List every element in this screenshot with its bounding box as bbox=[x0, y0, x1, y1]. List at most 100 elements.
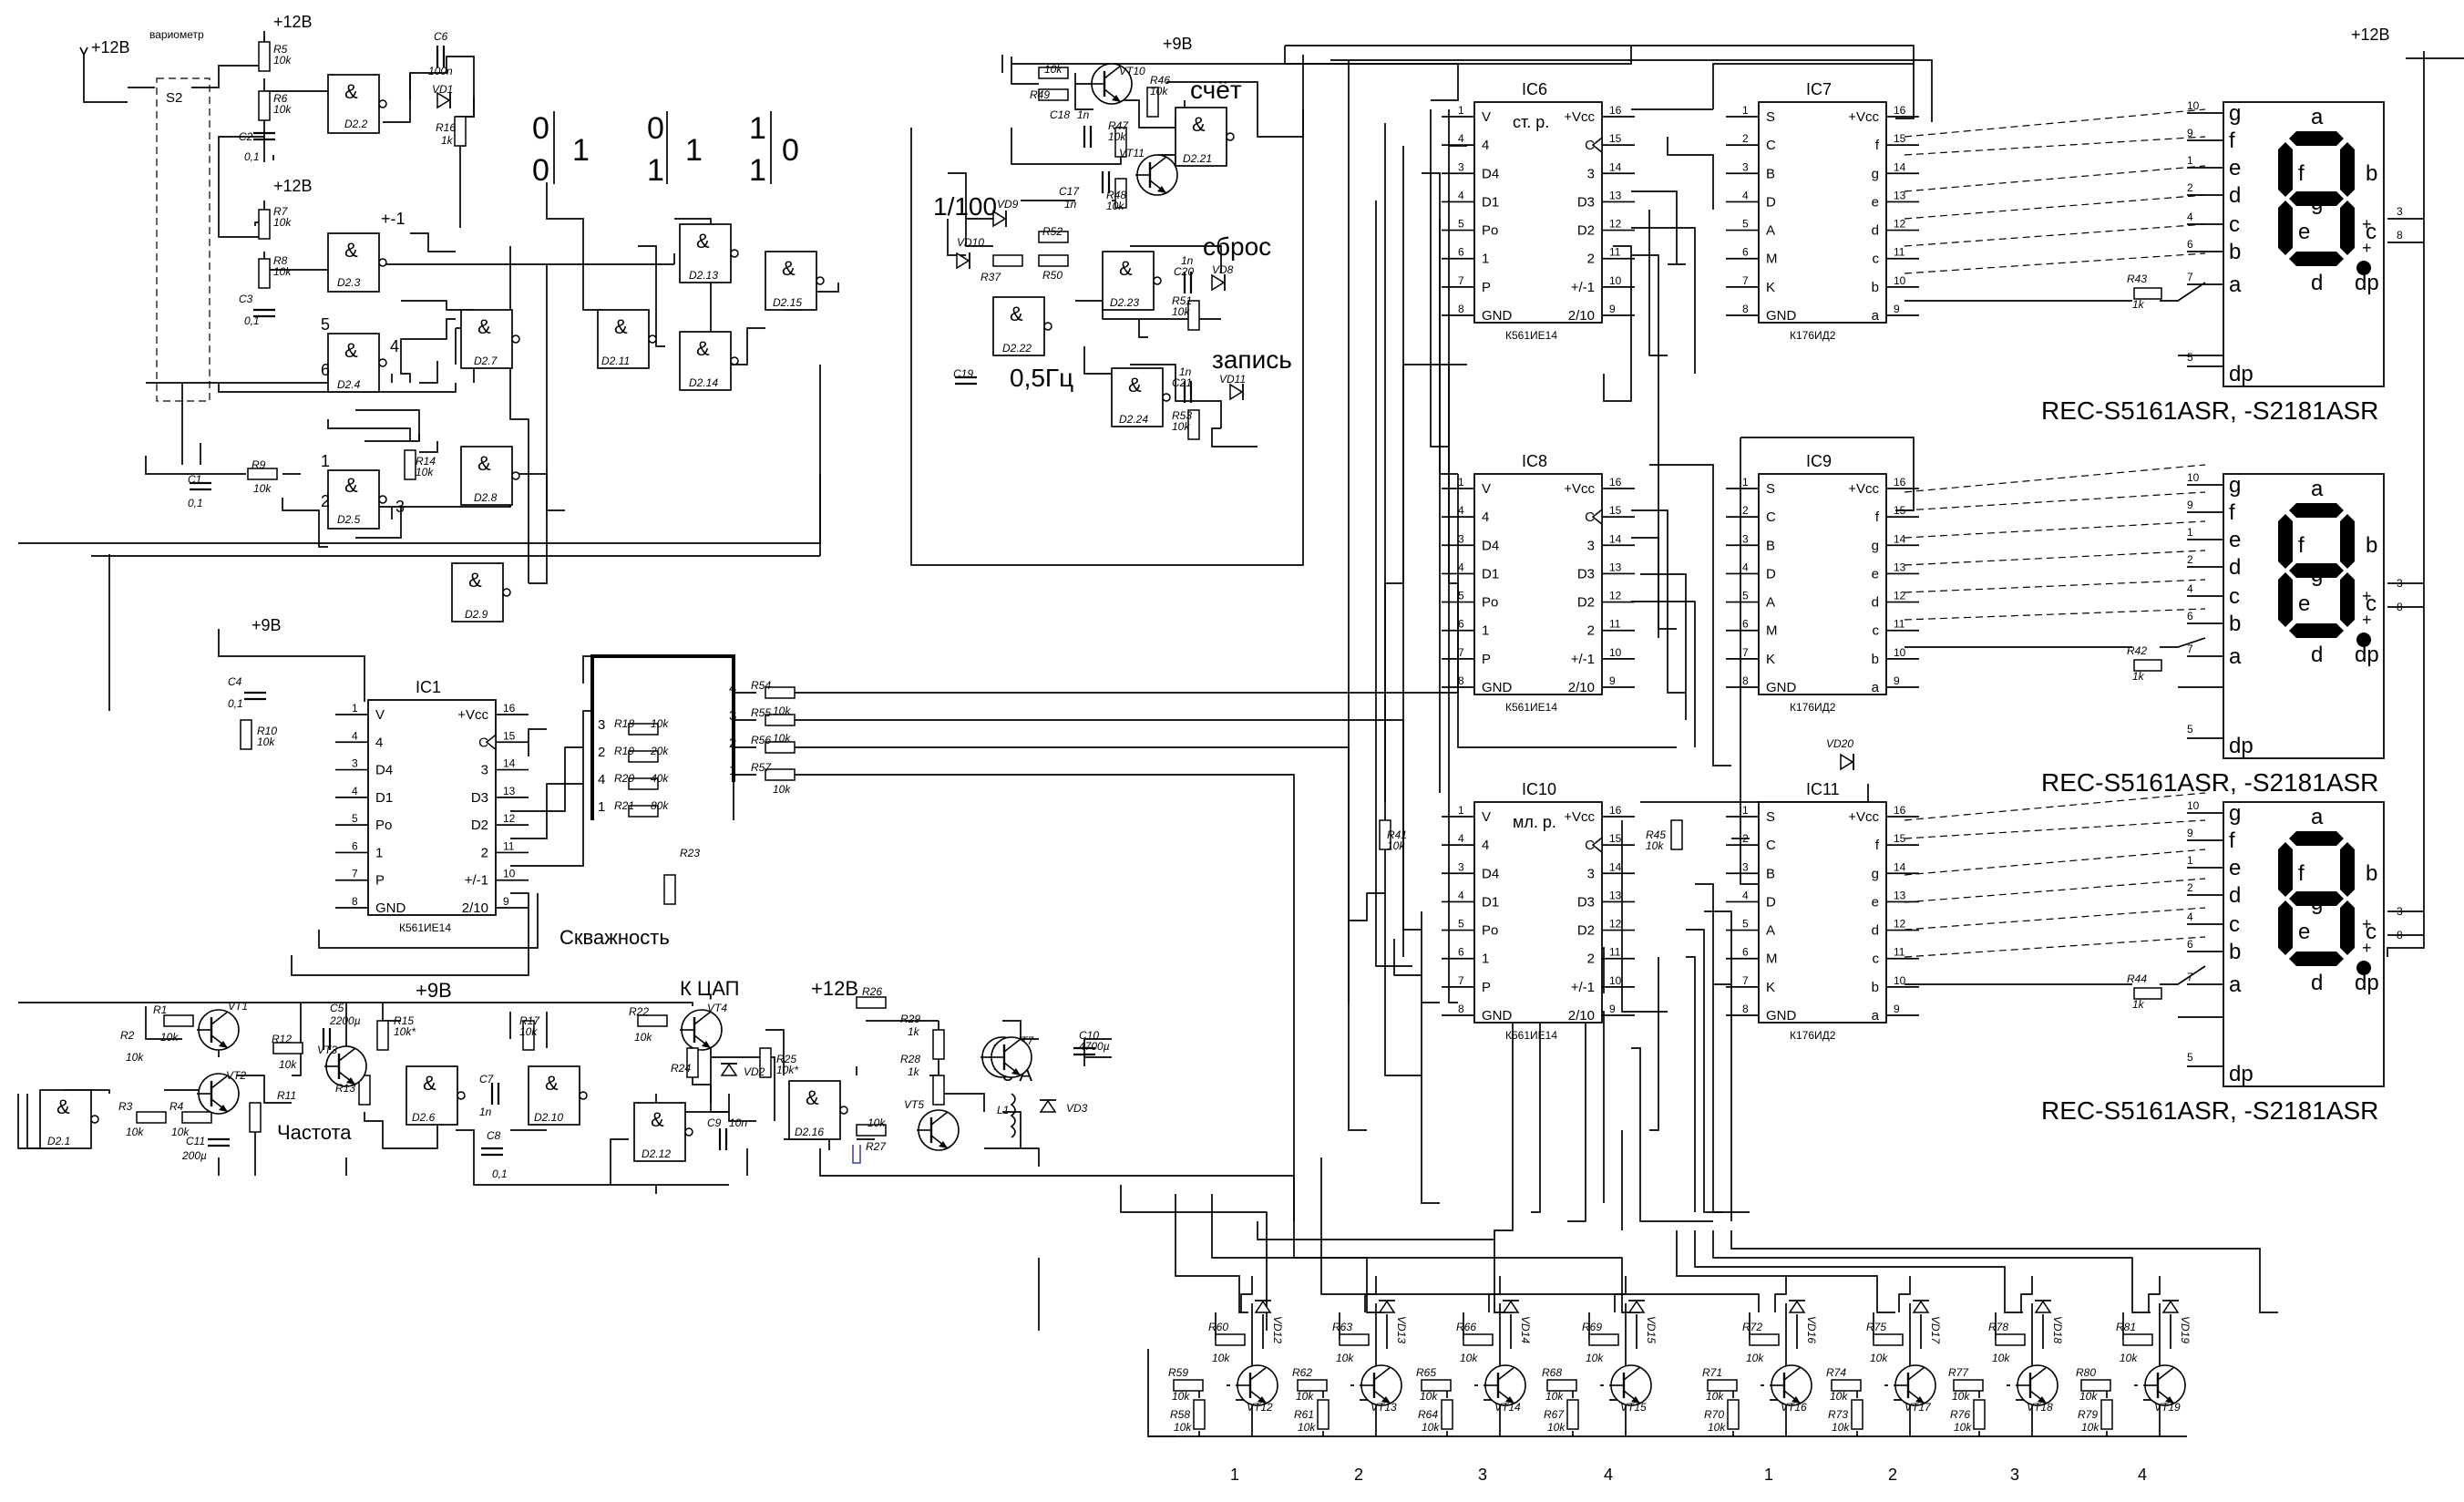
display-seg-f: f bbox=[2298, 533, 2305, 558]
val-r3: 10k bbox=[126, 1126, 144, 1138]
svg-text:&: & bbox=[651, 1108, 664, 1131]
chip-ic1-pin-num: 9 bbox=[503, 895, 509, 908]
chip-ic9-pin-num: 12 bbox=[1894, 590, 1906, 602]
chip-ic6-pin-num: 12 bbox=[1609, 218, 1622, 231]
pin-6: 6 bbox=[321, 361, 330, 379]
display-pin-seg: d bbox=[2229, 883, 2241, 908]
display-seg-c: c bbox=[2366, 920, 2377, 944]
chip-ic10-pin-num: 12 bbox=[1609, 918, 1622, 931]
chip-ic11-pin-sig: B bbox=[1766, 866, 1775, 881]
svg-text:D2.22: D2.22 bbox=[1002, 342, 1032, 355]
rail-12v-2: +12В bbox=[273, 13, 313, 31]
chip-ic7-pin-num: 10 bbox=[1894, 274, 1906, 287]
driver-digit-number: 3 bbox=[1478, 1466, 1487, 1484]
chip-ic7-pin-num: 6 bbox=[1742, 246, 1749, 259]
ref-r15: R15 bbox=[394, 1014, 414, 1027]
svg-text:D2.14: D2.14 bbox=[689, 376, 718, 389]
inductor-l1 bbox=[1010, 1093, 1016, 1138]
display-pin-num: 6 bbox=[2187, 610, 2193, 622]
gate-d2-24: & D2.24 bbox=[1111, 367, 1171, 427]
chip-ic9-pin-num: 7 bbox=[1742, 646, 1749, 659]
dac-weight-2: 2 bbox=[729, 736, 736, 751]
driver-diode: VD13 bbox=[1395, 1316, 1408, 1343]
chip-ic8-pin-sig: D2 bbox=[1577, 595, 1595, 611]
val-r48: 10k bbox=[1106, 200, 1124, 212]
display-pin-seg: f bbox=[2229, 500, 2235, 525]
chip-ic1-pin-num: 4 bbox=[352, 785, 358, 797]
display-seg-f: f bbox=[2298, 861, 2305, 886]
rail-12v-1: +12В bbox=[91, 38, 130, 57]
svg-text:D2.23: D2.23 bbox=[1110, 296, 1139, 309]
driver-transistor: VT15 bbox=[1620, 1401, 1647, 1414]
val-r29: 1k bbox=[908, 1025, 920, 1038]
chip-ic1-pin-sig: D3 bbox=[471, 790, 488, 806]
chip-ic6-pin-sig: C bbox=[1585, 138, 1595, 153]
chip-ic1-pin-num: 15 bbox=[503, 729, 516, 742]
display-common-pin-8: 8 bbox=[2397, 229, 2403, 242]
val-r5: 10k bbox=[273, 54, 292, 67]
chip-ic10-pin-sig: V bbox=[1482, 809, 1491, 825]
chip-ic7-pin-num: 14 bbox=[1894, 160, 1906, 173]
val-r22: 10k bbox=[634, 1031, 652, 1044]
chip-ic7-pin-num: 15 bbox=[1894, 132, 1906, 145]
chip-ic11-pin-num: 10 bbox=[1894, 974, 1906, 987]
driver-r-base-val: 10k bbox=[1545, 1390, 1564, 1403]
driver-r-top-val: 10k bbox=[1460, 1352, 1478, 1364]
display-pin-num: 6 bbox=[2187, 938, 2193, 951]
val-r8: 10k bbox=[273, 265, 292, 278]
display-seg-a: a bbox=[2311, 477, 2324, 501]
ref-vd10: VD10 bbox=[957, 236, 984, 249]
val-c3: 0,1 bbox=[244, 314, 260, 327]
chip-ic10-pin-sig: D4 bbox=[1482, 866, 1499, 881]
val-r20: 40k bbox=[651, 772, 669, 785]
display-seg-b: b bbox=[2366, 161, 2377, 186]
ref-r3: R3 bbox=[118, 1100, 133, 1113]
driver-r-top: R75 bbox=[1866, 1321, 1886, 1333]
chip-ic7-pin-num: 5 bbox=[1742, 218, 1749, 231]
ref-vd9: VD9 bbox=[997, 198, 1019, 211]
chip-ic10-pin-num: 4 bbox=[1458, 889, 1464, 901]
ratio-label: 1/100 bbox=[933, 192, 997, 221]
driver-digit-number: 4 bbox=[2138, 1466, 2147, 1484]
dac-in-1: 1 bbox=[598, 799, 605, 815]
svg-text:D2.4: D2.4 bbox=[337, 378, 361, 391]
gate-d2-10: & D2.10 bbox=[528, 1065, 588, 1126]
svg-text:D2.3: D2.3 bbox=[337, 276, 361, 289]
display-plus-2: + bbox=[2362, 239, 2372, 257]
display-pin-seg: g bbox=[2229, 473, 2241, 498]
chip-ic10-pin-sig: +Vcc bbox=[1564, 809, 1595, 825]
chip-ic8-pin-sig: 1 bbox=[1482, 623, 1489, 639]
chip-ic9-pin-num: 13 bbox=[1894, 561, 1906, 573]
val-c6: 100n bbox=[428, 65, 453, 77]
svg-text:&: & bbox=[344, 474, 358, 497]
val-r19: 20k bbox=[650, 745, 669, 757]
chip-ic9-title: IC9 bbox=[1806, 452, 1832, 470]
chip-ic7-pin-num: 16 bbox=[1894, 104, 1906, 117]
ref-r17: R17 bbox=[519, 1014, 540, 1027]
display-dp-label: dp bbox=[2229, 734, 2254, 758]
ref-r18: R18 bbox=[614, 717, 634, 730]
driver-r-top: R69 bbox=[1582, 1321, 1602, 1333]
ref-c19: C19 bbox=[953, 367, 973, 380]
ref-c21: C21 bbox=[1172, 376, 1192, 389]
driver-r-base-val: 10k bbox=[1706, 1390, 1724, 1403]
ref-c5: C5 bbox=[330, 1002, 344, 1014]
pin-5: 5 bbox=[321, 315, 330, 334]
count-label: счёт bbox=[1190, 76, 1242, 104]
chip-ic8-pin-sig: 4 bbox=[1482, 509, 1489, 525]
ref-r27: R27 bbox=[866, 1140, 887, 1153]
chip-ic10-pin-num: 4 bbox=[1458, 832, 1464, 845]
ref-r52: R52 bbox=[1042, 225, 1063, 238]
chip-ic10-pin-sig: +/-1 bbox=[1571, 980, 1595, 995]
gate-d2-8: & D2.8 bbox=[460, 446, 520, 506]
val-r1: 10k bbox=[160, 1031, 179, 1044]
display-pin-seg: f bbox=[2229, 129, 2235, 153]
duty-label: Скважность bbox=[560, 926, 670, 949]
chip-ic11-pin-sig: D bbox=[1766, 894, 1776, 910]
chip-ic8-pin-num: 11 bbox=[1609, 618, 1621, 631]
chip-ic7-pin-num: 12 bbox=[1894, 218, 1906, 231]
chip-ic9-pin-num: 3 bbox=[1742, 532, 1749, 545]
ref-c20: C20 bbox=[1174, 265, 1194, 278]
